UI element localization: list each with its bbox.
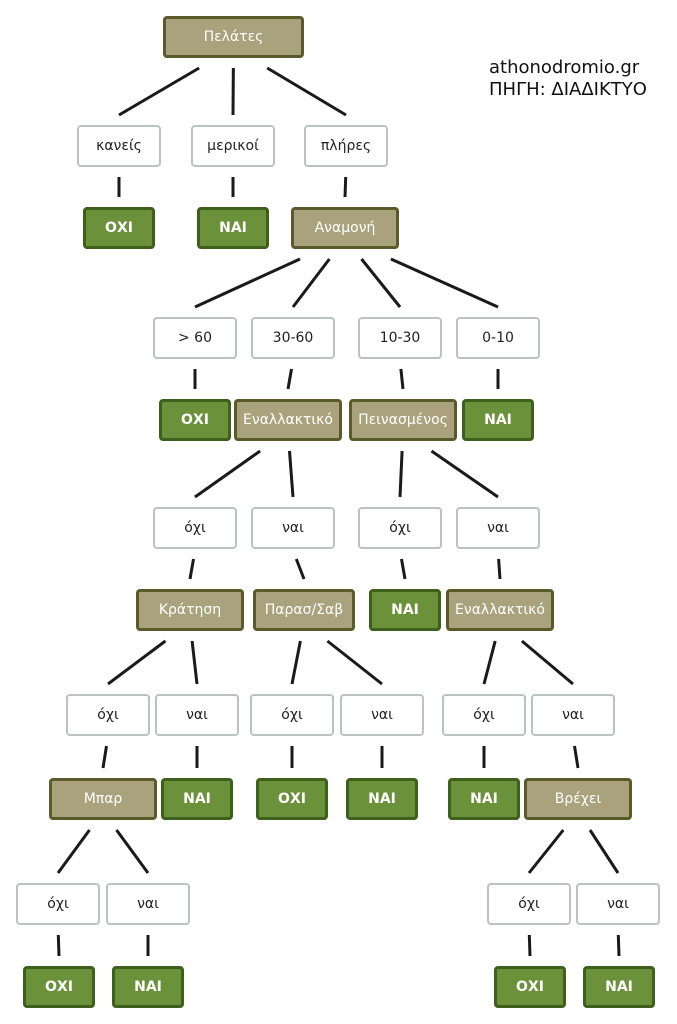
edge-a-enallaktiko1-to-v-e1-nai (288, 450, 295, 498)
edge-v-10-30-to-a-peinasmenos (399, 368, 405, 390)
watermark: athonodromio.gr ΠΗΓΗ: ΔΙΑΔΙΚΤΥΟ (489, 57, 647, 101)
value-node-v-v-nai: ναι (576, 883, 660, 925)
value-node-v-e1-oxi: όχι (153, 507, 237, 549)
value-node-v-10-30: 10-30 (358, 317, 442, 359)
edge-a-peinasmenos-to-v-p-nai (430, 449, 499, 499)
edge-a-bar-to-v-b-nai (115, 829, 150, 874)
edge-a-anamoni-to-v-10-30 (360, 258, 402, 308)
outcome-node-l-2: ΝΑΙ (197, 207, 269, 249)
outcome-node-l-9: ΝΑΙ (448, 778, 520, 820)
edge-a-vrexei-to-v-v-oxi (527, 829, 565, 874)
value-node-v-k-nai: ναι (155, 694, 239, 736)
value-node-v-p-oxi: όχι (358, 507, 442, 549)
value-node-v-b-nai: ναι (106, 883, 190, 925)
value-node-v-plires: πλήρες (304, 125, 388, 167)
outcome-node-l-12: ΟΧΙ (494, 966, 566, 1008)
edge-a-anamoni-to-v-0-10 (390, 257, 499, 309)
value-node-v-b-oxi: όχι (16, 883, 100, 925)
attribute-node-a-anamoni: Αναμονή (291, 207, 399, 249)
value-node-v-merikoi: μερικοί (191, 125, 275, 167)
value-node-v-p-nai: ναι (456, 507, 540, 549)
edge-a-paras-to-v-ps-nai (326, 639, 383, 686)
attribute-node-a-bar: Μπαρ (49, 778, 157, 820)
edge-a-vrexei-to-v-v-nai (588, 829, 620, 874)
edge-v-p-oxi-to-l-5 (400, 558, 407, 580)
edge-v-plires-to-a-anamoni (343, 176, 348, 198)
watermark-source: ΠΗΓΗ: ΔΙΑΔΙΚΤΥΟ (489, 79, 647, 100)
edge-a-bar-to-v-b-oxi (56, 829, 91, 874)
attribute-node-a-kratisi: Κράτηση (136, 589, 244, 631)
value-node-v-k-oxi: όχι (66, 694, 150, 736)
outcome-node-l-8: ΝΑΙ (346, 778, 418, 820)
outcome-node-l-13: ΝΑΙ (583, 966, 655, 1008)
attribute-node-a-vrexei: Βρέχει (524, 778, 632, 820)
edge-a-enallaktiko2-to-v-e2-nai (520, 639, 574, 686)
value-node-v-ps-oxi: όχι (250, 694, 334, 736)
value-node-v-v-oxi: όχι (487, 883, 571, 925)
attribute-node-a-enallaktiko2: Εναλλακτικό (446, 589, 554, 631)
edge-root-to-v-plires (266, 66, 347, 117)
edge-v-v-nai-to-l-13 (616, 934, 621, 957)
edge-a-enallaktiko1-to-v-e1-oxi (194, 449, 261, 499)
edge-a-enallaktiko2-to-v-e2-oxi (482, 640, 497, 685)
edge-a-paras-to-v-ps-oxi (290, 640, 302, 685)
edge-v-e1-oxi-to-a-kratisi (188, 558, 195, 580)
value-node-v-e2-nai: ναι (531, 694, 615, 736)
edge-v-e1-nai-to-a-paras (294, 558, 306, 580)
edge-v-e2-nai-to-a-vrexei (573, 745, 580, 769)
attribute-node-a-paras: Παρασ/Σαβ (253, 589, 355, 631)
value-node-v-gt60: > 60 (153, 317, 237, 359)
value-node-v-e2-oxi: όχι (442, 694, 526, 736)
edge-v-k-oxi-to-a-bar (101, 745, 108, 769)
value-node-v-e1-nai: ναι (251, 507, 335, 549)
edge-a-kratisi-to-v-k-nai (190, 640, 199, 685)
value-node-v-0-10: 0-10 (456, 317, 540, 359)
value-node-v-30-60: 30-60 (251, 317, 335, 359)
watermark-site: athonodromio.gr (489, 57, 640, 78)
outcome-node-l-3: ΟΧΙ (159, 399, 231, 441)
attribute-node-a-enallaktiko1: Εναλλακτικό (234, 399, 342, 441)
attribute-node-a-peinasmenos: Πεινασμένος (349, 399, 457, 441)
outcome-node-l-1: ΟΧΙ (83, 207, 155, 249)
edge-a-anamoni-to-v-gt60 (194, 257, 301, 309)
outcome-node-l-7: ΟΧΙ (256, 778, 328, 820)
edge-v-b-oxi-to-l-10 (56, 934, 61, 957)
value-node-v-ps-nai: ναι (340, 694, 424, 736)
edge-a-kratisi-to-v-k-oxi (107, 639, 167, 686)
outcome-node-l-4: ΝΑΙ (462, 399, 534, 441)
attribute-node-root: Πελάτες (163, 16, 304, 58)
value-node-v-kaneis: κανείς (77, 125, 161, 167)
edge-v-30-60-to-a-enallaktiko1 (286, 368, 293, 390)
edge-a-peinasmenos-to-v-p-oxi (398, 450, 404, 498)
edge-root-to-v-kaneis (118, 66, 200, 117)
edge-v-v-oxi-to-l-12 (527, 934, 532, 957)
outcome-node-l-10: ΟΧΙ (23, 966, 95, 1008)
edge-v-p-nai-to-a-enallaktiko2 (497, 558, 502, 580)
outcome-node-l-11: ΝΑΙ (112, 966, 184, 1008)
outcome-node-l-5: ΝΑΙ (369, 589, 441, 631)
outcome-node-l-6: ΝΑΙ (161, 778, 233, 820)
edge-a-anamoni-to-v-30-60 (291, 258, 331, 308)
